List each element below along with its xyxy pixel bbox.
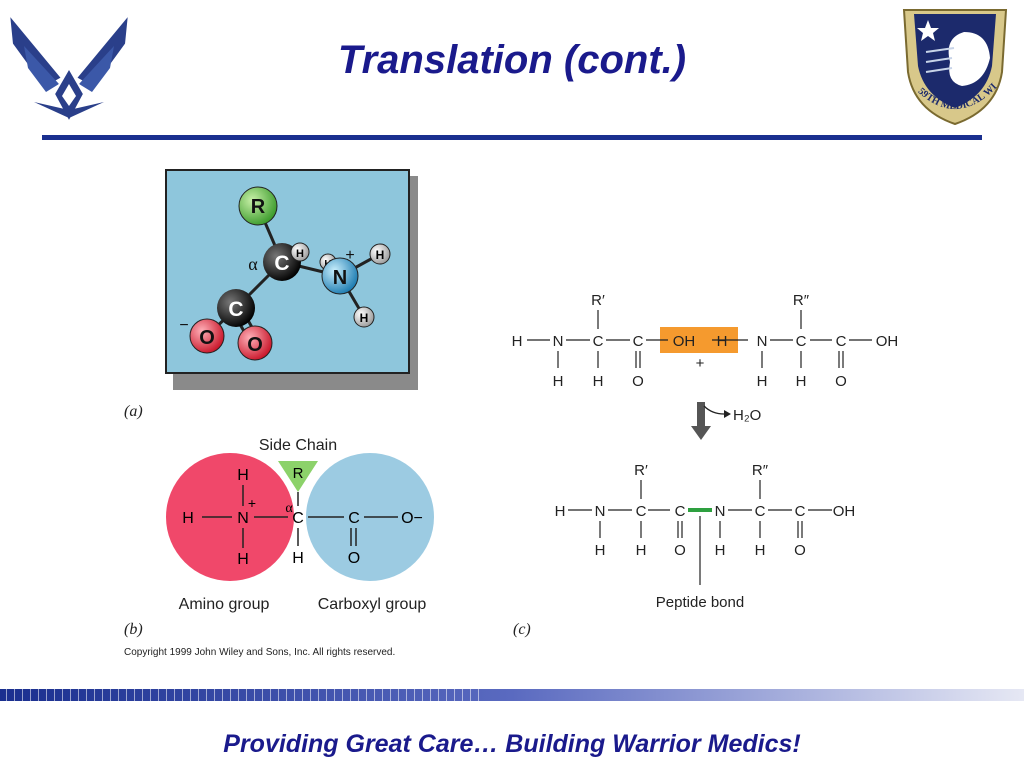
svg-text:N: N [553, 333, 564, 350]
svg-text:H: H [757, 373, 768, 390]
svg-text:+: + [696, 355, 705, 372]
svg-text:H: H [376, 248, 385, 262]
svg-text:+: + [248, 495, 256, 511]
svg-text:C: C [796, 333, 807, 350]
svg-text:O: O [348, 550, 360, 567]
panel-c: H N C C OH H + N C C OH R′ R″ H H O H H … [512, 292, 899, 638]
panel-a-label: (a) [124, 403, 143, 420]
carboxyl-carbon-atom [217, 289, 255, 327]
title-divider [42, 135, 982, 140]
svg-text:H: H [237, 467, 249, 484]
r-group-atom [238, 186, 278, 226]
svg-text:H: H [553, 373, 564, 390]
oxygen-atom [237, 325, 273, 361]
svg-text:H: H [360, 311, 369, 325]
carboxyl-group-label: Carboxyl group [318, 596, 427, 613]
svg-text:C: C [348, 510, 360, 527]
svg-text:N: N [757, 333, 768, 350]
svg-text:O: O [835, 373, 847, 390]
svg-text:C: C [274, 252, 289, 275]
panel-a: R C α H H N + H H C O − O (a) [124, 169, 418, 420]
svg-text:N: N [237, 510, 249, 527]
copyright-notice: Copyright 1999 John Wiley and Sons, Inc.… [124, 647, 395, 658]
svg-text:H: H [237, 551, 249, 568]
hydrogen-atom [290, 242, 310, 262]
slide-footer-tagline: Providing Great Care… Building Warrior M… [223, 730, 801, 758]
peptide-bond-label: Peptide bond [656, 594, 744, 611]
svg-text:H: H [182, 510, 194, 527]
slide-title: Translation (cont.) [337, 38, 687, 82]
side-chain-triangle [278, 461, 318, 492]
svg-text:H: H [595, 542, 606, 559]
svg-text:α: α [248, 254, 258, 274]
water-label: H₂O [733, 407, 761, 424]
svg-text:OH: OH [833, 503, 856, 520]
svg-text:H: H [796, 373, 807, 390]
svg-text:C: C [755, 503, 766, 520]
svg-text:O: O [674, 542, 686, 559]
panel-b-label: (b) [124, 621, 143, 638]
hydroxyl-label: OH [673, 333, 696, 350]
svg-text:H: H [555, 503, 566, 520]
oxygen-atom [189, 318, 225, 354]
svg-text:R′: R′ [591, 292, 605, 309]
svg-text:C: C [593, 333, 604, 350]
svg-text:N: N [715, 503, 726, 520]
svg-text:C: C [836, 333, 847, 350]
svg-text:R: R [293, 465, 304, 482]
svg-text:C: C [292, 510, 304, 527]
svg-text:+: + [345, 247, 354, 264]
svg-text:α: α [285, 501, 293, 516]
svg-text:H: H [593, 373, 604, 390]
svg-text:H: H [292, 550, 304, 567]
svg-text:N: N [333, 267, 347, 289]
svg-text:C: C [795, 503, 806, 520]
svg-text:C: C [675, 503, 686, 520]
svg-text:C: C [228, 298, 243, 321]
svg-text:−: − [179, 317, 188, 334]
footer-stripe [0, 689, 1024, 701]
reaction-arrow [691, 402, 711, 440]
svg-text:O−: O− [401, 510, 423, 527]
medical-wing-shield-logo: 59TH MEDICAL WING [892, 2, 1008, 126]
svg-text:H: H [296, 248, 304, 260]
svg-text:R: R [251, 196, 266, 218]
side-chain-label: Side Chain [259, 437, 337, 454]
svg-text:R′: R′ [634, 462, 648, 479]
svg-text:O: O [247, 334, 263, 356]
svg-text:O: O [199, 327, 215, 349]
svg-text:C: C [636, 503, 647, 520]
svg-text:OH: OH [876, 333, 899, 350]
svg-text:C: C [633, 333, 644, 350]
panel-c-label: (c) [513, 621, 531, 638]
air-force-wings-logo [7, 10, 131, 125]
svg-text:H: H [636, 542, 647, 559]
svg-text:O: O [794, 542, 806, 559]
svg-text:H: H [755, 542, 766, 559]
svg-text:N: N [595, 503, 606, 520]
panel-b: Side Chain R H H N + H α C H C O O− Amin… [124, 437, 434, 658]
svg-text:R″: R″ [793, 292, 810, 309]
amino-group-label: Amino group [179, 596, 270, 613]
nitrogen-atom [321, 257, 359, 295]
svg-text:R″: R″ [752, 462, 769, 479]
svg-text:O: O [632, 373, 644, 390]
svg-text:H: H [717, 333, 728, 350]
svg-text:H: H [512, 333, 523, 350]
svg-text:H: H [715, 542, 726, 559]
